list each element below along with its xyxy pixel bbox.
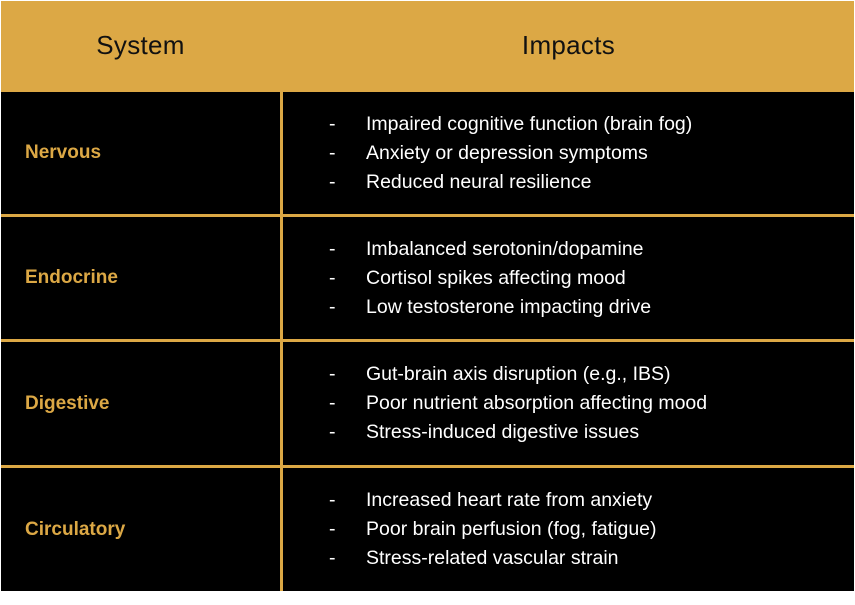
header-impacts: Impacts	[283, 1, 854, 89]
bullet-dash: -	[329, 421, 336, 443]
impact-item: - Gut-brain axis disruption (e.g., IBS)	[329, 360, 854, 389]
impact-text: Reduced neural resilience	[366, 170, 592, 193]
impact-item: - Cortisol spikes affecting mood	[329, 264, 854, 293]
impact-item: - Imbalanced serotonin/dopamine	[329, 235, 854, 264]
impact-text: Poor nutrient absorption affecting mood	[366, 392, 708, 414]
header-system: System	[1, 1, 280, 89]
impact-item: - Stress-related vascular strain	[329, 544, 854, 573]
impact-text: Increased heart rate from anxiety	[366, 489, 653, 511]
impact-text: Stress-related vascular strain	[366, 547, 619, 569]
impact-item: - Poor nutrient absorption affecting mood	[329, 389, 854, 418]
bullet-dash: -	[329, 489, 336, 511]
impact-item: - Stress-induced digestive issues	[329, 418, 854, 447]
bullet-dash: -	[329, 141, 336, 164]
row-system-circulatory: Circulatory	[1, 468, 280, 591]
impact-text: Imbalanced serotonin/dopamine	[366, 237, 644, 260]
row-impacts-endocrine: - Imbalanced serotonin/dopamine - Cortisol…	[283, 217, 854, 339]
bullet-dash: -	[329, 295, 336, 318]
impact-text: Gut-brain axis disruption (e.g., IBS)	[366, 363, 671, 385]
bullet-dash: -	[329, 363, 336, 385]
bullet-dash: -	[329, 392, 336, 414]
systems-impacts-table: System Impacts Nervous - Impaired cogniti…	[1, 1, 854, 591]
row-impacts-circulatory: - Increased heart rate from anxiety - Poor…	[283, 468, 854, 591]
impact-item: - Low testosterone impacting drive	[329, 293, 854, 322]
impact-text: Cortisol spikes affecting mood	[366, 266, 626, 289]
row-system-nervous: Nervous	[1, 92, 280, 214]
impact-item: - Increased heart rate from anxiety	[329, 486, 854, 515]
impact-text: Low testosterone impacting drive	[366, 295, 652, 318]
row-system-endocrine: Endocrine	[1, 217, 280, 339]
bullet-dash: -	[329, 518, 336, 540]
impact-text: Impaired cognitive function (brain fog)	[366, 112, 693, 135]
bullet-dash: -	[329, 170, 336, 193]
impact-item: - Poor brain perfusion (fog, fatigue)	[329, 515, 854, 544]
bullet-dash: -	[329, 547, 336, 569]
impact-item: - Reduced neural resilience	[329, 168, 854, 197]
row-system-digestive: Digestive	[1, 342, 280, 465]
impact-text: Stress-induced digestive issues	[366, 421, 640, 443]
bullet-dash: -	[329, 266, 336, 289]
impact-text: Poor brain perfusion (fog, fatigue)	[366, 518, 657, 540]
row-impacts-nervous: - Impaired cognitive function (brain fog)…	[283, 92, 854, 214]
bullet-dash: -	[329, 237, 336, 260]
bullet-dash: -	[329, 112, 336, 135]
row-impacts-digestive: - Gut-brain axis disruption (e.g., IBS) -…	[283, 342, 854, 465]
impact-item: - Anxiety or depression symptoms	[329, 139, 854, 168]
impact-text: Anxiety or depression symptoms	[366, 141, 648, 164]
impact-item: - Impaired cognitive function (brain fog)	[329, 110, 854, 139]
